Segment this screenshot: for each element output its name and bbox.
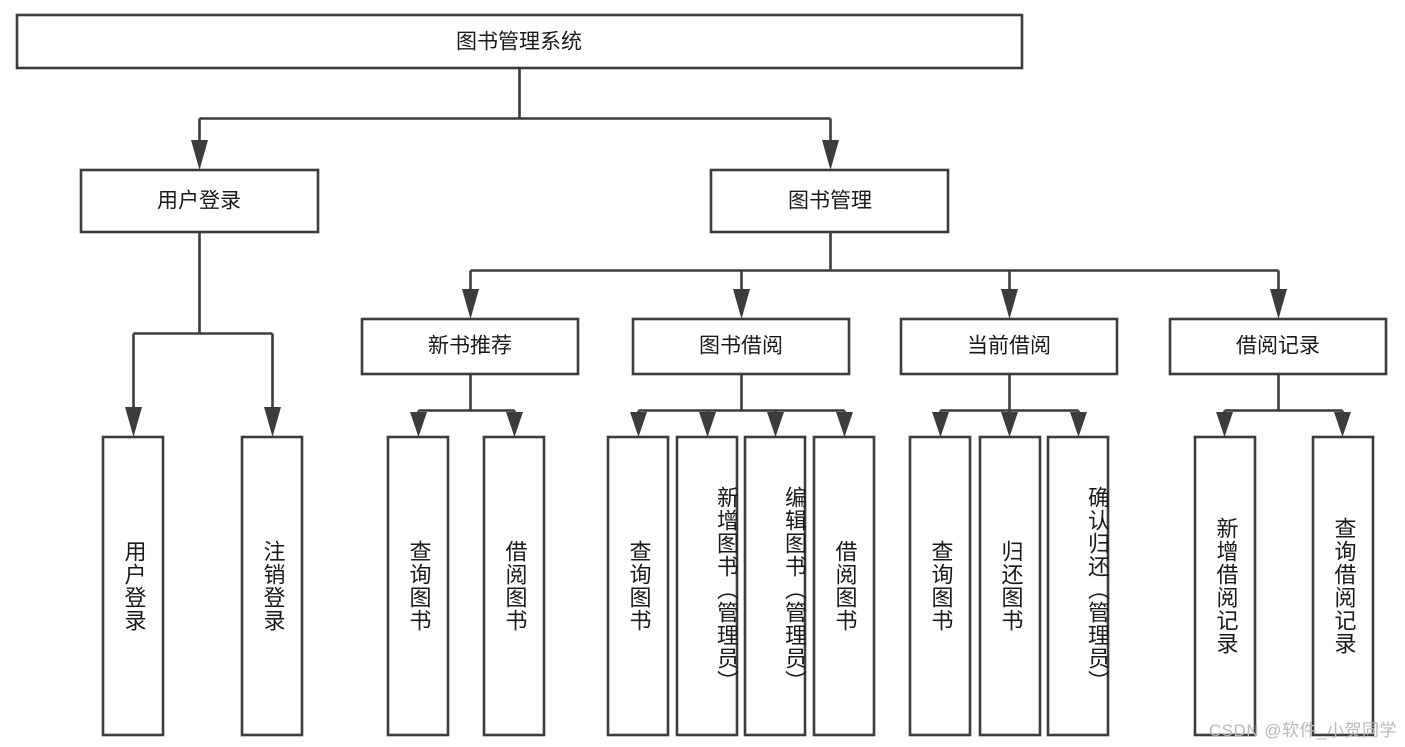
node-box-book-borrow[interactable] <box>631 317 851 376</box>
leaf-label-borrow-book-1: 借阅图书 <box>502 540 528 632</box>
node-box-root[interactable] <box>15 13 1024 70</box>
label-book-management: 图书管理 <box>788 190 872 213</box>
arrow-head-bb-leaf1 <box>630 412 647 437</box>
leaf-box-borrow-book-1[interactable] <box>482 435 546 737</box>
node-box-borrow-record[interactable] <box>1168 317 1388 376</box>
leaf-box-confirm-return-admin[interactable] <box>1046 435 1110 737</box>
arrow-head-br-leaf1 <box>1216 412 1233 437</box>
leaf-box-user-login[interactable] <box>101 435 165 737</box>
leaf-box-return-book[interactable] <box>978 435 1042 737</box>
node-box-user-login[interactable] <box>79 168 320 234</box>
leaf-label-return-book: 归还图书 <box>998 540 1024 632</box>
node-boxes <box>15 13 1388 737</box>
edge-group-currentborrow-to-leaves <box>932 374 1087 437</box>
label-new-book-recommend: 新书推荐 <box>428 335 512 358</box>
leaf-label-query-book-2: 查询图书 <box>626 540 652 632</box>
leaf-box-logout[interactable] <box>240 435 304 737</box>
label-book-borrow: 图书借阅 <box>699 335 783 358</box>
arrow-head-br-leaf2 <box>1334 412 1351 437</box>
arrow-head-nb-leaf1 <box>410 412 427 437</box>
label-borrow-record: 借阅记录 <box>1236 335 1320 358</box>
leaf-label-edit-book-admin: 编辑图书（管理员） <box>782 485 807 693</box>
label-current-borrow: 当前借阅 <box>967 335 1051 358</box>
leaf-box-query-book-3[interactable] <box>908 435 972 737</box>
edge-group-borrowbook-to-leaves <box>630 374 853 437</box>
edge-group-userlogin-to-leaves <box>125 232 281 437</box>
arrow-head-bb-leaf3 <box>767 412 784 437</box>
arrow-head-cb-leaf1 <box>932 412 949 437</box>
leaf-label-query-book-1: 查询图书 <box>406 540 432 632</box>
arrow-head-book-mgmt <box>822 140 839 170</box>
node-box-new-book-recommend[interactable] <box>360 317 580 376</box>
arrow-head-user-login <box>191 140 208 170</box>
arrow-head-current-borrow <box>1001 289 1018 319</box>
edge-group-root-to-level2 <box>191 68 839 170</box>
arrow-head-borrow-record <box>1270 289 1287 319</box>
label-root: 图书管理系统 <box>456 31 582 54</box>
node-box-current-borrow[interactable] <box>899 317 1119 376</box>
leaf-box-query-book-2[interactable] <box>606 435 670 737</box>
watermark-text: CSDN @软件_小贺同学 <box>1208 721 1397 740</box>
arrow-head-nb-leaf2 <box>506 412 523 437</box>
label-user-login: 用户登录 <box>157 190 241 213</box>
leaf-label-add-book-admin: 新增图书（管理员） <box>714 485 739 693</box>
leaf-label-logout: 注销登录 <box>260 540 286 632</box>
leaf-box-query-book-1[interactable] <box>386 435 450 737</box>
leaf-box-borrow-book-2[interactable] <box>812 435 876 737</box>
arrow-head-new-book <box>462 289 479 319</box>
arrow-head-cb-leaf3 <box>1070 412 1087 437</box>
leaf-label-confirm-return-admin: 确认归还（管理员） <box>1085 485 1110 693</box>
arrow-head-bb-leaf2 <box>699 412 716 437</box>
node-labels-horizontal: 图书管理系统 用户登录 图书管理 新书推荐 图书借阅 当前借阅 借阅记录 <box>157 31 1320 358</box>
leaf-box-edit-book-admin[interactable] <box>743 435 807 737</box>
leaf-label-query-book-3: 查询图书 <box>928 540 954 632</box>
leaf-box-query-borrow-record[interactable] <box>1311 435 1375 737</box>
leaf-label-borrow-book-2: 借阅图书 <box>832 540 858 632</box>
edge-group-newbook-to-leaves <box>410 374 523 437</box>
leaf-box-add-borrow-record[interactable] <box>1193 435 1257 737</box>
leaf-label-add-borrow-record: 新增借阅记录 <box>1213 517 1239 655</box>
arrow-head-bb-leaf4 <box>836 412 853 437</box>
edge-group-bookmgmt-to-level3 <box>462 232 1287 319</box>
arrow-head-leaf-logout <box>264 407 281 437</box>
leaf-label-user-login: 用户登录 <box>121 540 147 632</box>
arrow-head-cb-leaf2 <box>1001 412 1018 437</box>
node-box-book-management[interactable] <box>709 168 950 234</box>
arrow-head-leaf-user-login <box>125 407 142 437</box>
arrow-head-borrow-book <box>733 289 750 319</box>
edge-group-borrowrecord-to-leaves <box>1216 374 1351 437</box>
leaf-label-query-borrow-record: 查询借阅记录 <box>1331 517 1357 655</box>
leaf-box-add-book-admin[interactable] <box>675 435 739 737</box>
